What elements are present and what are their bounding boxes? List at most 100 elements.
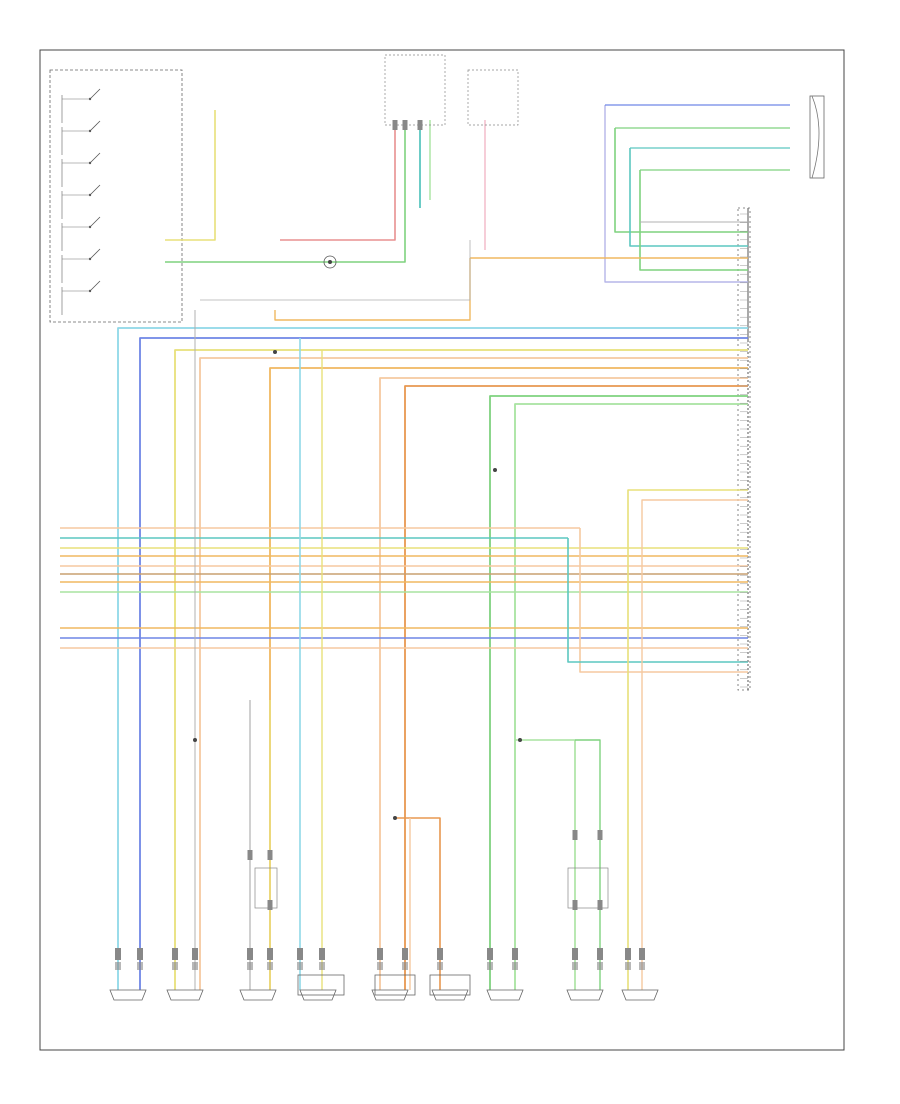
green-amp-wire [614,128,748,233]
connector-icon [625,948,631,960]
inline-connectors [115,54,645,970]
green-wire-top [165,120,406,263]
connector-icon [639,948,645,960]
connector-icon [267,850,273,860]
connector-icon [267,962,273,970]
connector-icon [137,948,143,960]
connector-icon [319,962,325,970]
bus-wire-8 [514,403,748,990]
speaker-box-icon [374,974,416,996]
steering-wheel-switch-box [49,69,183,323]
splice-dot-icon [493,468,497,472]
switch-contact-icon [89,216,101,228]
connector-icon [402,962,408,970]
connector-icon [572,948,578,960]
green-amp-wire-2 [639,170,748,271]
speaker-row [109,974,659,1001]
inline-connector-box [254,867,278,909]
bus-wire-4 [269,367,748,990]
connector-icon [597,830,603,840]
connector-icon [377,962,383,970]
splice-dot-icon [328,260,332,264]
speaker-icon [166,989,204,1001]
gray-top-link [200,240,471,301]
wire-harness [60,104,790,990]
connector-icon [597,948,603,960]
rear-spk-feed-peach [641,499,748,990]
splice-dot-icon [273,350,277,354]
connector-icon [115,962,121,970]
connector-icon [417,120,423,130]
connector-icon [639,962,645,970]
ground-icon [323,255,337,269]
red-wire-top [280,120,396,241]
bus-wire-2 [174,349,748,990]
splice-dot-icon [193,738,197,742]
connector-icon [625,962,631,970]
connector-icon [319,948,325,960]
inline-connector-box [567,867,609,909]
orange-top-link [274,258,471,321]
steering-wheel-switches [61,88,101,315]
connector-icon [572,900,578,910]
center-feed [395,817,441,990]
connector-icon [437,948,443,960]
bus-wire-5 [379,377,748,990]
connector-icon [512,962,518,970]
speaker-box-icon [429,974,471,996]
diagram-frame [39,49,845,1051]
speaker-icon [239,989,277,1001]
antenna-module [384,54,446,126]
connector-icon [172,962,178,970]
bus-wire-3 [199,357,748,990]
speaker-box-icon [297,974,345,996]
connector-icon [597,962,603,970]
right-front-feed [515,739,576,990]
connector-icon [297,948,303,960]
splice-points [193,260,522,820]
bus-wire-0 [117,327,748,990]
connector-icon [267,900,273,910]
bus-wire-7 [489,395,748,990]
connector-icon [247,948,253,960]
rear-spk-feed-yellow [627,489,748,990]
switch-contact-icon [89,280,101,292]
bus-wire-6 [404,385,748,990]
lavender-amp-wire [604,105,748,283]
fuse-block [467,69,519,126]
connector-icon [597,900,603,910]
mid-drop-teal [567,538,748,663]
pin-labels [740,213,748,688]
connector-icon [297,962,303,970]
connector-icon [267,948,273,960]
connector-icon [192,948,198,960]
teal-amp-wire [629,148,748,247]
connector-icon [172,948,178,960]
connector-icon [137,962,143,970]
mid-drop-peach [579,528,748,673]
speaker-icon [486,989,524,1001]
connector-icon [572,962,578,970]
speaker-icon [621,989,659,1001]
switch-contact-icon [89,88,101,100]
switch-contact-icon [89,120,101,132]
connector-icon [115,948,121,960]
connector-icon [247,962,253,970]
connector-icon [192,962,198,970]
connector-icon [247,850,253,860]
connector-icon [512,948,518,960]
splice-dot-icon [518,738,522,742]
connector-icon [487,948,493,960]
connector-icon [572,830,578,840]
speaker-icon [109,989,147,1001]
connector-icon [487,962,493,970]
bus-wire-1 [139,337,748,990]
switch-contact-icon [89,248,101,260]
right-front-feed-2 [575,739,601,990]
splice-dot-icon [393,816,397,820]
switch-contact-icon [89,152,101,164]
radio-receiver-module [737,207,751,691]
switch-contact-icon [89,184,101,196]
